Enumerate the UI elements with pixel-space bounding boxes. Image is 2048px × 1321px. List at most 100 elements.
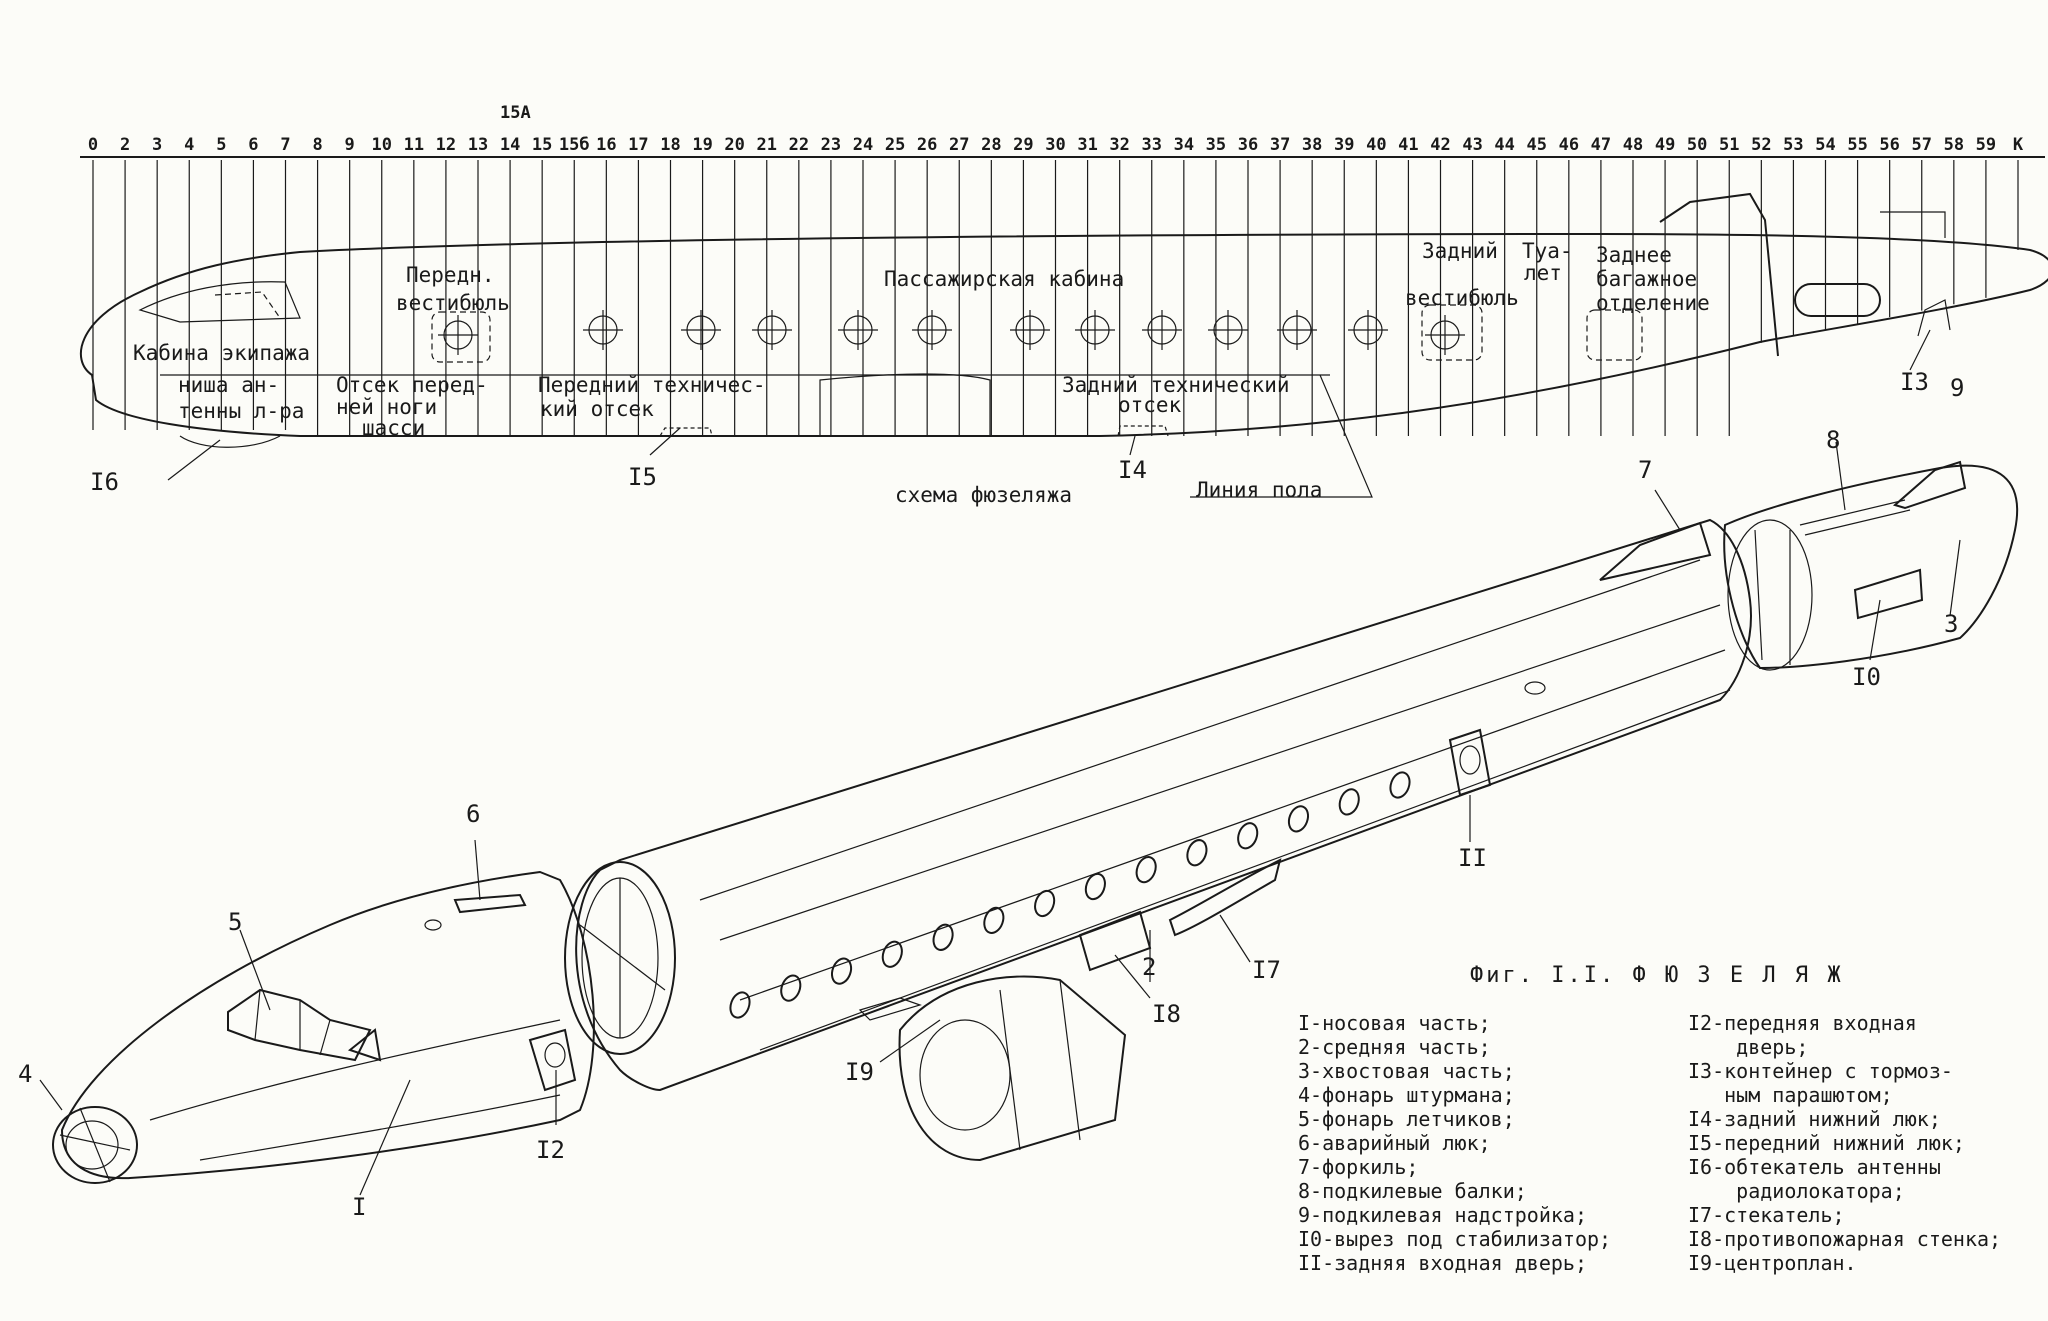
callout-4: 4 (18, 1060, 32, 1088)
frame-number: 52 (1751, 135, 1771, 155)
callout-2: 2 (1142, 953, 1156, 981)
callout-15: I5 (628, 463, 657, 491)
radar-fairing-schema (179, 435, 281, 448)
pilot-canopy (227, 988, 372, 1062)
frame-number: 34 (1174, 135, 1194, 155)
frame-number: 2 (120, 135, 130, 155)
frame-number: 40 (1366, 135, 1386, 155)
frame-number: 22 (789, 135, 809, 155)
callout-5: 5 (228, 908, 242, 936)
label-rear-vestibule-2: вестибюль (1405, 286, 1519, 310)
firewall (1078, 910, 1152, 972)
label-rear-vestibule-1: Задний (1422, 239, 1498, 263)
frame-number: 17 (628, 135, 648, 155)
legend-item: I0-вырез под стабилизатор; (1298, 1227, 1611, 1251)
frame-number: 53 (1783, 135, 1803, 155)
middle-section (575, 518, 1752, 1092)
middle-section-front-frame (564, 861, 676, 1055)
frame-lines (92, 160, 2019, 436)
callout-3: 3 (1944, 610, 1958, 638)
legend-item: 8-подкилевые балки; (1298, 1179, 1527, 1203)
callout-9: 9 (1950, 374, 1964, 402)
legend-item: 7-форкиль; (1298, 1155, 1418, 1179)
callout-14: I4 (1118, 456, 1147, 484)
frame-number: 24 (853, 135, 873, 155)
label-cockpit: Кабина экипажа (133, 341, 310, 365)
frame-number: 12 (436, 135, 456, 155)
cabin-window (1338, 788, 1360, 816)
callout-13: I3 (1900, 368, 1929, 396)
callout-11: II (1458, 844, 1487, 872)
callout-10: I0 (1852, 663, 1881, 691)
cabin-window (1034, 889, 1056, 918)
cabin-window (830, 957, 853, 985)
navigator-glazing (52, 1106, 138, 1184)
fuselage-perspective (39, 441, 2019, 1196)
frame-number: 15б (559, 135, 590, 155)
legend-item: I8-противопожарная стенка; (1688, 1227, 2001, 1251)
cabin-window (1084, 872, 1106, 901)
label-fwd-tech-1: Передний техничес- (538, 373, 766, 397)
frame-number: 45 (1527, 135, 1547, 155)
frame-number: 16 (596, 135, 616, 155)
label-toilet-2: лет (1524, 261, 1562, 285)
legend-item: ным парашютом; (1688, 1083, 1893, 1107)
frame-number: 32 (1109, 135, 1129, 155)
frame-number: 33 (1142, 135, 1162, 155)
legend-right: I2-передняя входная дверь;I3-контейнер с… (1688, 1011, 2001, 1275)
frame-number: 44 (1494, 135, 1514, 155)
frame-number: 9 (345, 135, 355, 155)
legend-item: II-задняя входная дверь; (1298, 1251, 1587, 1275)
frame-number: 26 (917, 135, 937, 155)
legend-item: 6-аварийный люк; (1298, 1131, 1491, 1155)
label-baggage-3: отделение (1596, 291, 1710, 315)
callout-6: 6 (466, 800, 480, 828)
frame-number: 27 (949, 135, 969, 155)
cabin-window (729, 991, 751, 1019)
wing-center-section (898, 975, 1127, 1162)
legend-item: I7-стекатель; (1688, 1203, 1845, 1227)
frame-number: 14 (500, 135, 520, 155)
callout-18: I8 (1152, 1000, 1181, 1028)
frame-number: 49 (1655, 135, 1675, 155)
rear-entry-door (1448, 728, 1492, 797)
frame-label-15a: 15А (500, 103, 531, 123)
label-aft-tech-1: Задний технический (1062, 373, 1290, 397)
frame-number: 0 (88, 135, 98, 155)
cabin-window (1389, 771, 1411, 799)
frame-number: 6 (248, 135, 258, 155)
label-baggage-1: Заднее (1596, 243, 1672, 267)
frame-number: 31 (1077, 135, 1097, 155)
cockpit-canopy (138, 281, 301, 323)
frame-number: К (2013, 135, 2024, 155)
callout-12: I2 (536, 1136, 565, 1164)
stabilizer-cutout (1853, 568, 1924, 620)
nose-section (60, 870, 595, 1180)
legend-item: 5-фонарь летчиков; (1298, 1107, 1515, 1131)
legend-item: дверь; (1688, 1035, 1808, 1059)
frame-number: 20 (724, 135, 744, 155)
frame-number: 46 (1559, 135, 1579, 155)
cabin-window (881, 940, 903, 968)
frame-number: 37 (1270, 135, 1290, 155)
frame-number: 18 (660, 135, 680, 155)
legend-item: I5-передний нижний люк; (1688, 1131, 1965, 1155)
rear-door-schema (1421, 304, 1483, 361)
callout-16: I6 (90, 468, 119, 496)
frame-number: 42 (1430, 135, 1450, 155)
frame-number: 58 (1944, 135, 1964, 155)
fillet (1168, 858, 1282, 937)
frame-number: 25 (885, 135, 905, 155)
cabin-window (1186, 839, 1208, 867)
frame-number: 38 (1302, 135, 1322, 155)
cabin-window (983, 906, 1005, 934)
cabin-window (1287, 805, 1310, 833)
legend-item: 4-фонарь штурмана; (1298, 1083, 1515, 1107)
frame-number: 55 (1847, 135, 1867, 155)
schema-caption: схема фюзеляжа (895, 483, 1072, 507)
passenger-windows (729, 771, 1411, 1019)
fin-root-schema (1659, 192, 1779, 357)
